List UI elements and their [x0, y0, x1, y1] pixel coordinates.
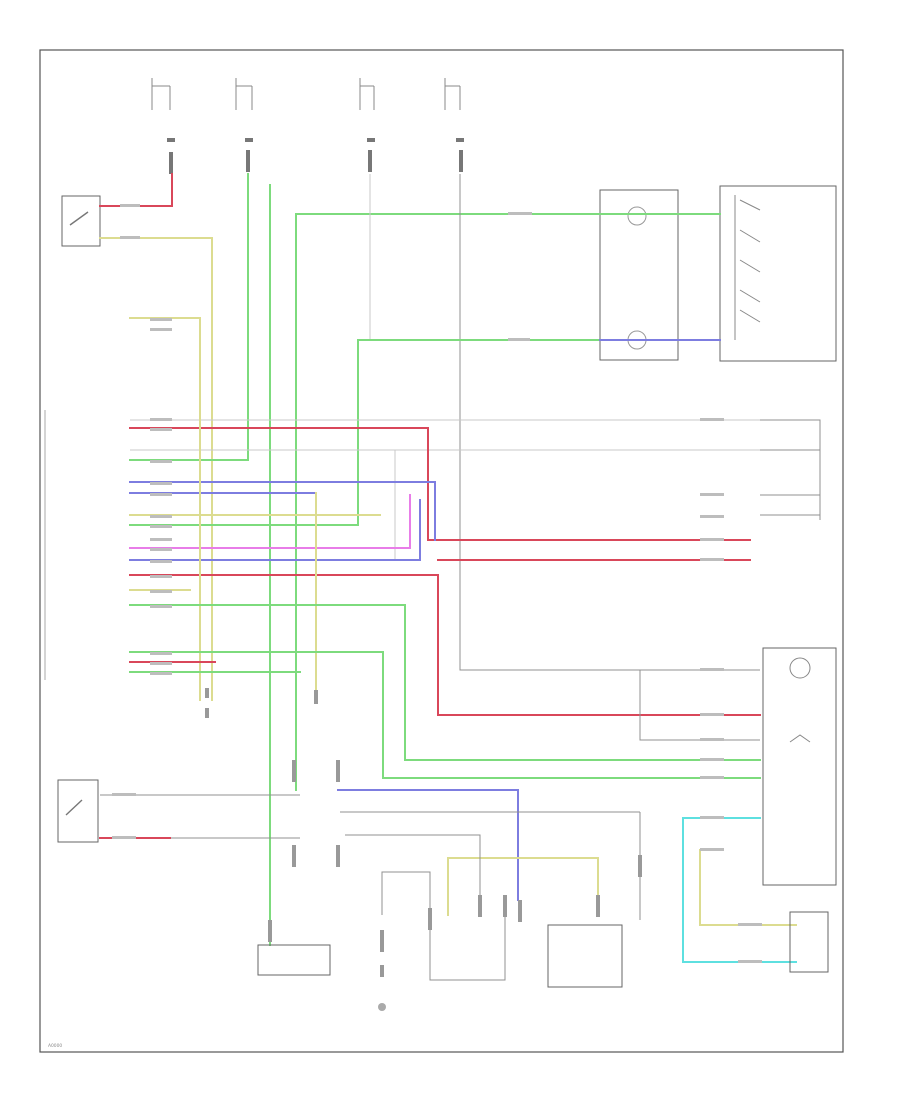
wire-green-top	[295, 213, 721, 791]
stoplight-switch-contact	[69, 211, 89, 226]
corner-mark: A0000	[48, 1043, 62, 1049]
wire-green-low1	[129, 604, 761, 761]
module-relay	[789, 734, 811, 743]
wire-green-reel	[129, 339, 601, 526]
cable-reel-coils	[627, 206, 647, 350]
fuse-connectors	[167, 138, 464, 174]
connector-marks	[205, 688, 642, 977]
wire-pink	[129, 494, 411, 549]
brake-switch-bottom	[257, 944, 331, 976]
wire-blue-right	[337, 789, 519, 901]
main-switch-box	[719, 185, 837, 362]
module-indicator	[789, 657, 811, 679]
wire-code-blocks	[112, 204, 762, 963]
wire-gray-bottom-box	[381, 871, 506, 981]
wire-gray-fuse4	[459, 174, 760, 671]
wire-gray-long	[130, 419, 760, 560]
wire-gray-low	[100, 794, 640, 905]
wire-blue-3	[129, 499, 421, 561]
clutch-switch	[57, 779, 99, 843]
wire-blue-1	[129, 481, 436, 541]
wire-gray-actuator	[760, 419, 821, 520]
wire-red-fuse1	[99, 173, 173, 207]
wires	[99, 173, 821, 981]
cruise-cable-reel	[599, 189, 679, 361]
wire-green-low2	[129, 651, 761, 779]
wire-red-1	[129, 427, 751, 541]
wire-yellow-stop	[99, 237, 213, 701]
main-switch-contacts	[734, 195, 761, 340]
fuse-group-top	[151, 78, 461, 110]
stoplight-switch	[61, 195, 101, 247]
wire-red-2	[129, 574, 761, 716]
wire-yellow-1	[129, 317, 201, 701]
wire-yellow-sensor	[699, 849, 797, 926]
wire-yellow-bottom	[447, 857, 599, 916]
ground-symbol	[378, 1003, 386, 1011]
cruise-control-module	[762, 647, 837, 886]
neutral-switch	[547, 924, 623, 988]
clutch-switch-contact	[65, 799, 83, 816]
diagram-border	[39, 49, 844, 1053]
speed-sensor	[789, 911, 829, 973]
